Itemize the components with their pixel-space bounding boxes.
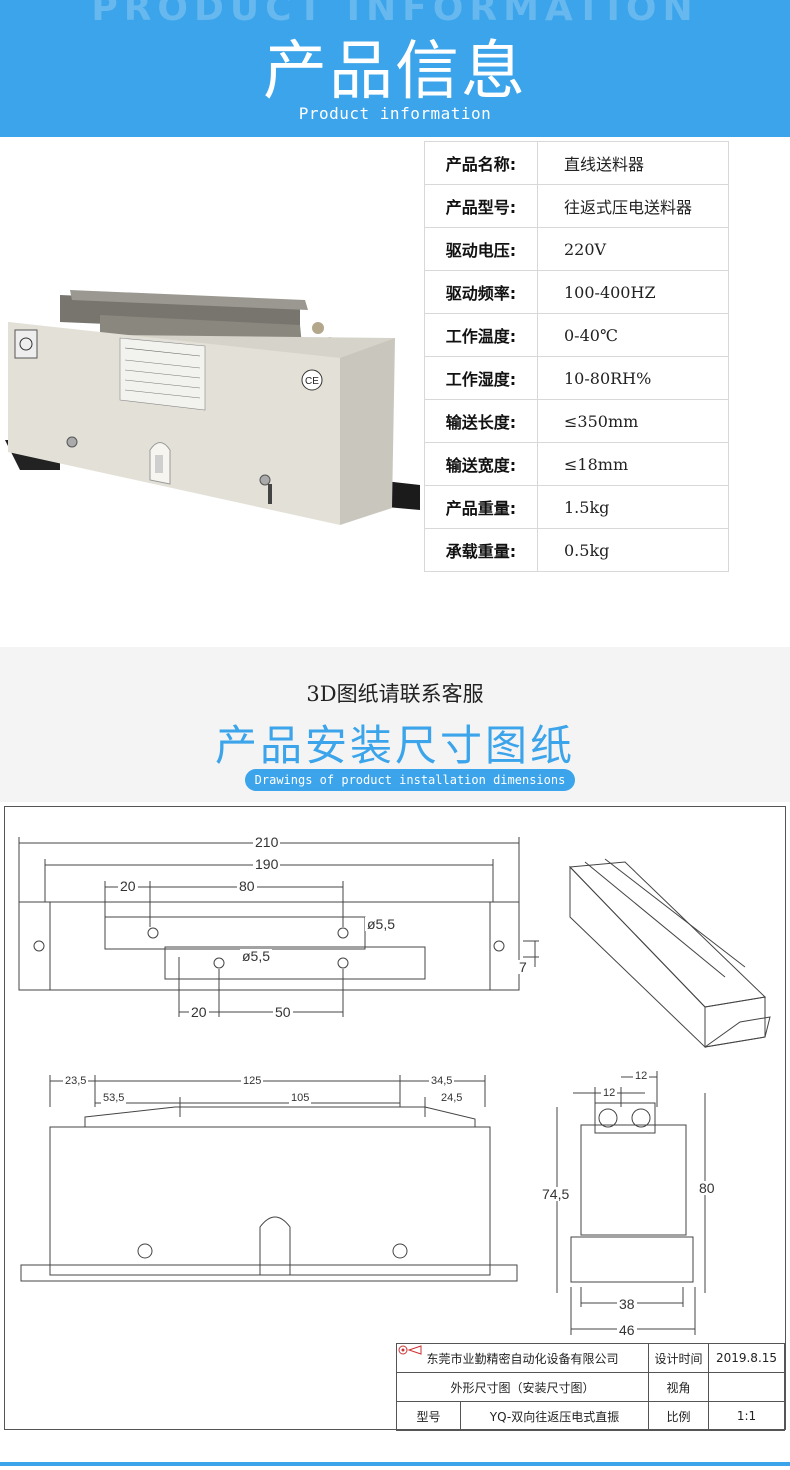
technical-drawing: 210 190 20 80 ø5,5 ø5,5 7 20 50 23,5 125… [4, 806, 786, 1431]
spec-value: 220V [537, 227, 729, 271]
dim-105: 105 [289, 1092, 312, 1104]
contact-note: 3D图纸请联系客服 [306, 682, 484, 706]
drawing-lines [18, 837, 771, 1335]
spec-label: 驱动频率: [424, 270, 538, 314]
dim-190: 190 [253, 856, 281, 872]
spec-label: 产品名称: [424, 141, 538, 185]
dim-80-height: 80 [697, 1180, 717, 1196]
banner-subtitle: Product information [298, 104, 492, 123]
dim-53-5: 53,5 [101, 1092, 127, 1104]
spec-value: ≤350mm [537, 399, 729, 443]
banner-watermark: PRODUCT INFORMATION [91, 0, 699, 29]
dim-12-b: 12 [633, 1070, 650, 1082]
spec-row: 产品名称:直线送料器 [424, 141, 729, 185]
dim-23-5: 23,5 [63, 1075, 89, 1087]
spec-value: 0-40℃ [537, 313, 729, 357]
spec-value: 100-400HZ [537, 270, 729, 314]
spec-value: 1.5kg [537, 485, 729, 529]
spec-label: 工作温度: [424, 313, 538, 357]
spec-row: 驱动频率:100-400HZ [424, 270, 729, 314]
dim-7: 7 [517, 959, 529, 975]
drawing-name: 外形尺寸图（安装尺寸图） [396, 1372, 649, 1402]
scale-value: 1:1 [708, 1401, 785, 1431]
projection-symbol-icon [398, 1344, 785, 1402]
design-time-label: 设计时间 [648, 1343, 709, 1373]
dim-38: 38 [617, 1296, 637, 1312]
spec-value: 往返式压电送料器 [537, 184, 729, 228]
scale-label: 比例 [648, 1401, 709, 1431]
spec-row: 产品重量:1.5kg [424, 485, 729, 529]
spec-row: 工作湿度:10-80RH% [424, 356, 729, 400]
view-label: 视角 [648, 1372, 709, 1402]
spec-row: 输送长度:≤350mm [424, 399, 729, 443]
model-value: YQ-双向往返压电式直振 [460, 1401, 649, 1431]
dim-24-5: 24,5 [439, 1092, 465, 1104]
dim-hole-1: ø5,5 [365, 916, 398, 932]
dim-20-bottom: 20 [189, 1004, 209, 1020]
spec-label: 工作湿度: [424, 356, 538, 400]
spec-row: 工作温度:0-40℃ [424, 313, 729, 357]
footer-divider [0, 1462, 790, 1466]
spec-label: 承载重量: [424, 528, 538, 572]
design-time: 2019.8.15 [708, 1343, 785, 1373]
drawing-section-header: 3D图纸请联系客服 产品安装尺寸图纸 Drawings of product i… [0, 647, 790, 802]
spec-value: 0.5kg [537, 528, 729, 572]
dim-hole-2: ø5,5 [240, 948, 273, 964]
dim-125: 125 [241, 1075, 264, 1087]
spec-label: 输送长度: [424, 399, 538, 443]
spec-label: 驱动电压: [424, 227, 538, 271]
spec-table: 产品名称:直线送料器 产品型号:往返式压电送料器 驱动电压:220V 驱动频率:… [424, 141, 729, 572]
drawing-title-block: 东莞市业勤精密自动化设备有限公司 设计时间 2019.8.15 外形尺寸图（安装… [396, 1343, 785, 1431]
company-name: 东莞市业勤精密自动化设备有限公司 [396, 1343, 649, 1373]
product-photo: CE [5, 290, 420, 525]
spec-row: 驱动电压:220V [424, 227, 729, 271]
dim-20-top: 20 [118, 878, 138, 894]
spec-label: 产品重量: [424, 485, 538, 529]
dim-34-5: 34,5 [429, 1075, 455, 1087]
dim-210: 210 [253, 834, 281, 850]
spec-row: 承载重量:0.5kg [424, 528, 729, 572]
spec-value: 10-80RH% [537, 356, 729, 400]
dim-46: 46 [617, 1322, 637, 1338]
spec-row: 产品型号:往返式压电送料器 [424, 184, 729, 228]
banner-title: 产品信息 [263, 35, 527, 109]
spec-value: 直线送料器 [537, 141, 729, 185]
dim-12-a: 12 [601, 1087, 618, 1099]
header-banner: PRODUCT INFORMATION 产品信息 Product informa… [0, 0, 790, 137]
ce-mark: CE [305, 376, 319, 387]
spec-value: ≤18mm [537, 442, 729, 486]
dim-50: 50 [273, 1004, 293, 1020]
model-label: 型号 [396, 1401, 461, 1431]
drawing-title: 产品安装尺寸图纸 [214, 721, 575, 770]
dim-74-5: 74,5 [540, 1186, 572, 1202]
drawing-subtitle: Drawings of product installation dimensi… [245, 769, 575, 791]
spec-row: 输送宽度:≤18mm [424, 442, 729, 486]
dim-80: 80 [237, 878, 257, 894]
spec-label: 输送宽度: [424, 442, 538, 486]
spec-label: 产品型号: [424, 184, 538, 228]
